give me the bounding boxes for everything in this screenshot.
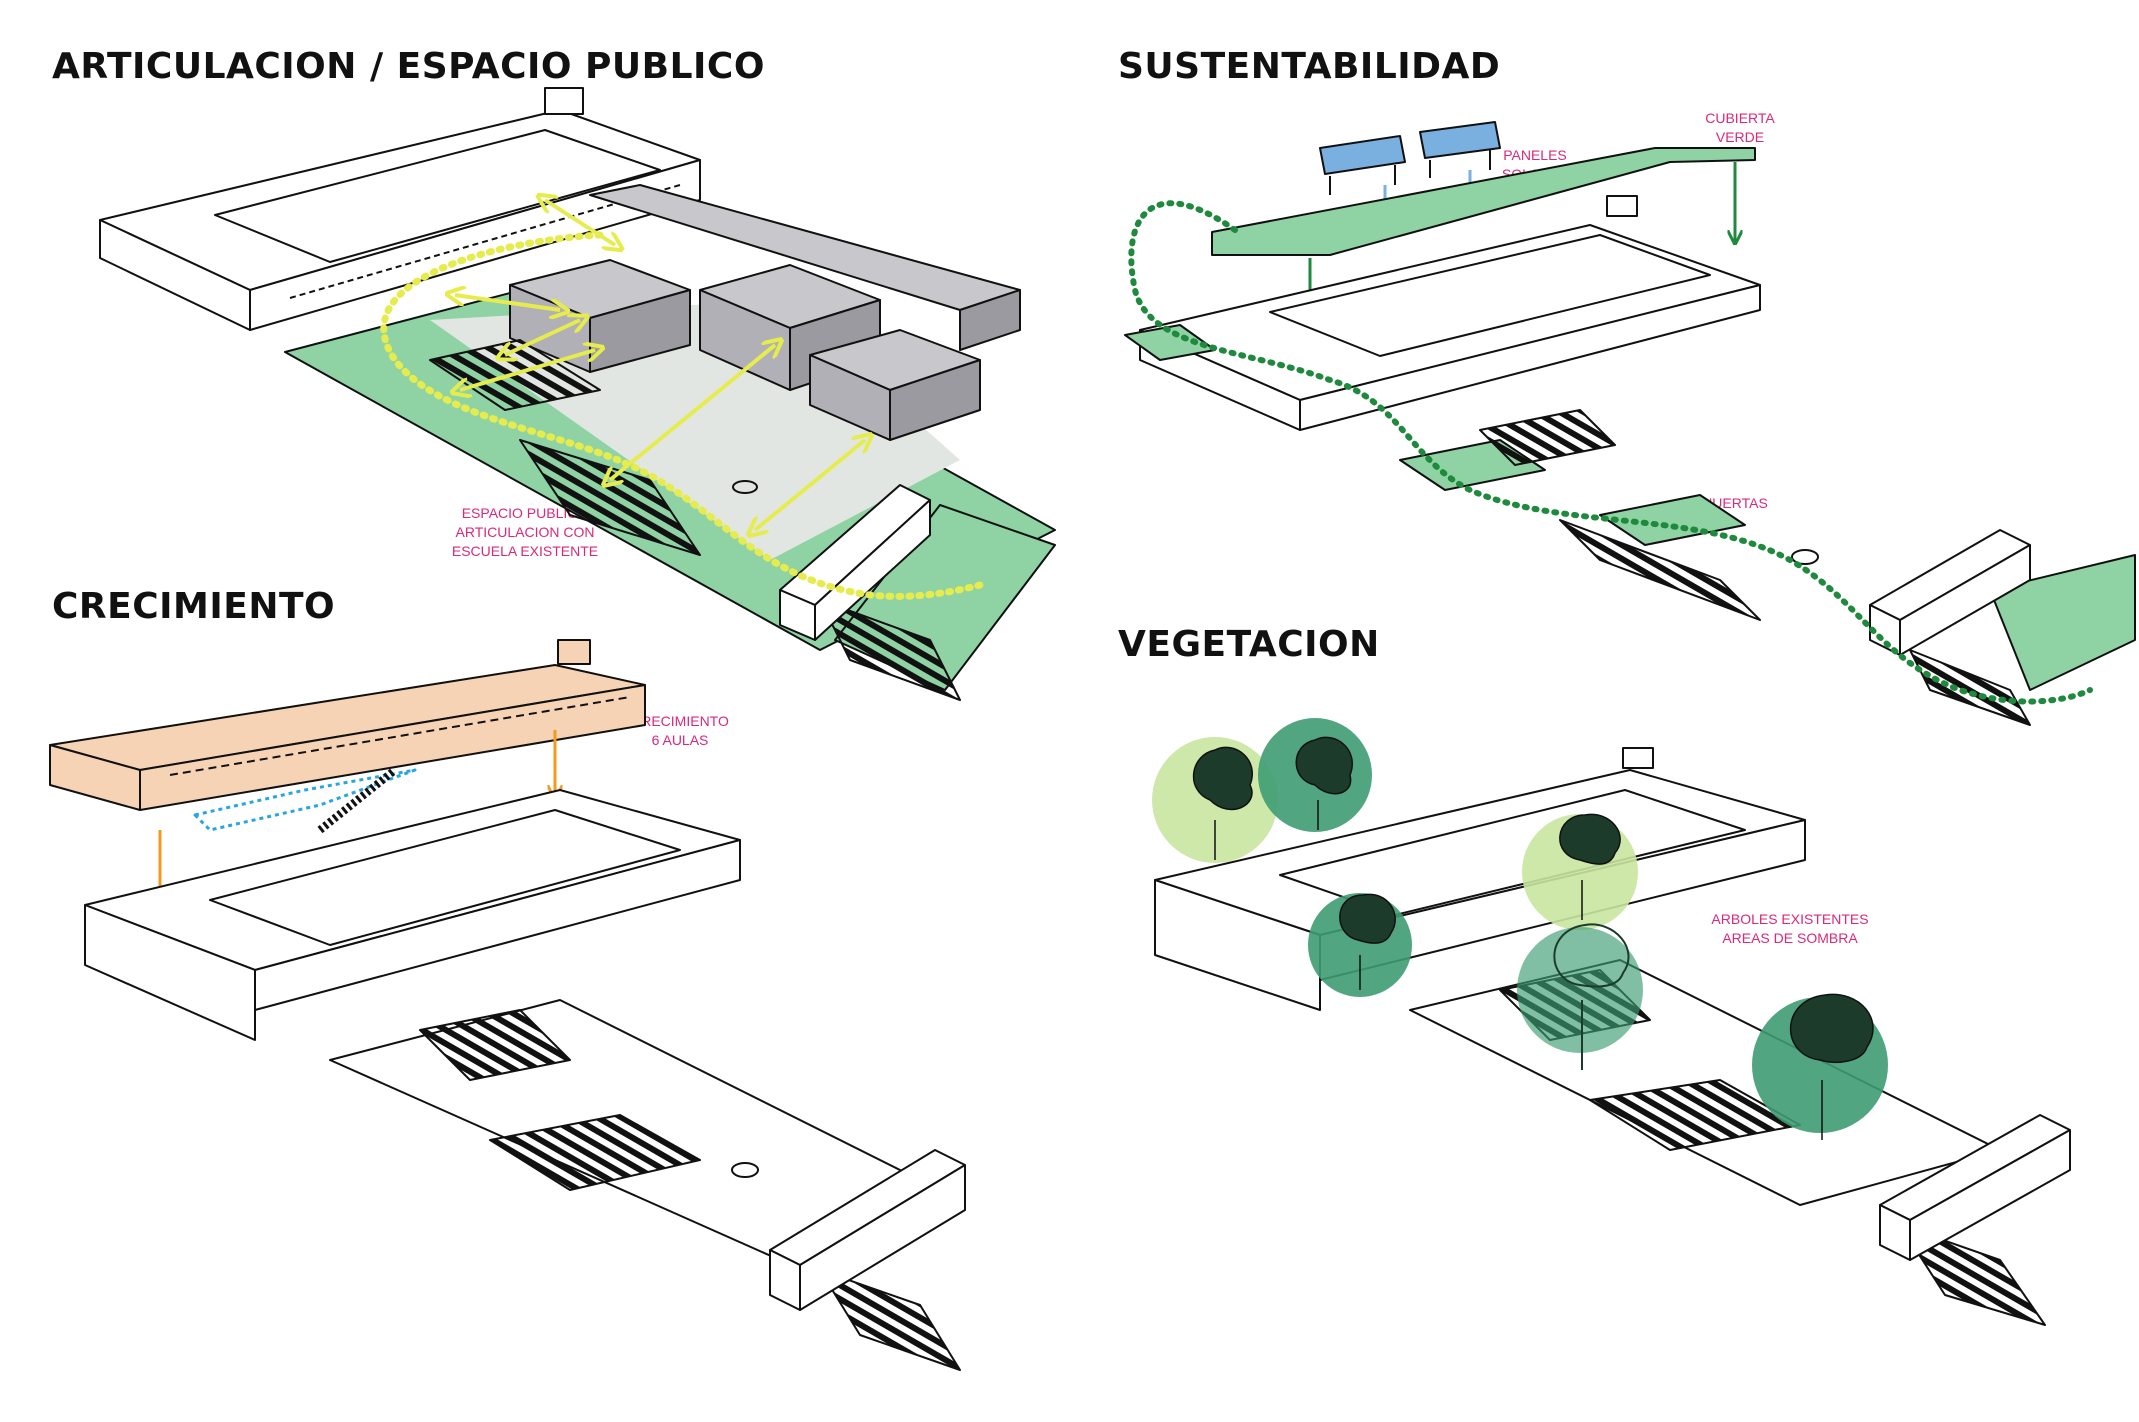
note-line: CUBIERTA — [1705, 110, 1775, 126]
note-line: VERDE — [1715, 129, 1765, 145]
school-front — [1154, 879, 1321, 1011]
school-side — [1299, 284, 1761, 431]
crecimiento-drawing — [49, 639, 966, 1371]
tree-pit — [1791, 549, 1819, 565]
school-roof — [209, 809, 681, 946]
tree-icon — [1559, 813, 1621, 920]
growth-block-tank — [557, 639, 591, 665]
school-side — [254, 839, 741, 1011]
tree-icon — [1295, 736, 1353, 830]
note-arboles-existentes: ARBOLES EXISTENTES AREAS DE SOMBRA — [1700, 910, 1880, 948]
tree-group-2 — [1522, 813, 1638, 930]
yellow-arrow-5 — [755, 440, 865, 530]
school-front — [84, 904, 256, 1041]
tree-group-3 — [1308, 893, 1412, 997]
roof-tank — [1606, 195, 1638, 217]
green-roof-slab — [1211, 147, 1756, 256]
articulacion-drawing — [99, 87, 1056, 701]
note-espacio-publico: ESPACIO PUBLICO ARTICULACION CON ESCUELA… — [430, 504, 620, 561]
yellow-arrow-6 — [545, 200, 615, 245]
yellow-arrow-4 — [610, 345, 775, 480]
new-block-c-side — [889, 359, 981, 441]
green-dotted-loop — [1128, 200, 2093, 705]
huertas-bed-3 — [1989, 554, 2136, 691]
note-cubierta-verde: CUBIERTA VERDE — [1690, 109, 1790, 147]
striped-path-3 — [1899, 1224, 2046, 1326]
new-block-long-side — [959, 289, 1021, 351]
note-line: CRECIMIENTO — [631, 713, 729, 729]
sustentabilidad-drawing — [1124, 121, 2136, 726]
tree-icon — [1339, 893, 1396, 990]
title-crecimiento: CRECIMIENTO — [52, 586, 336, 627]
note-line: PANELES — [1503, 147, 1567, 163]
huertas-bed-2 — [1599, 494, 1746, 546]
note-line: ARBOLES EXISTENTES — [1711, 911, 1869, 927]
title-articulacion: ARTICULACION / ESPACIO PUBLICO — [52, 46, 765, 87]
pavilion-side — [1909, 1129, 2071, 1261]
striped-path-1 — [419, 1009, 571, 1081]
tree-icon — [1789, 993, 1874, 1140]
note-line: ESPACIO PUBLICO — [461, 505, 589, 521]
tree-icon — [1193, 746, 1253, 860]
note-line: 6 AULAS — [651, 732, 709, 748]
pavilion-side — [799, 1164, 966, 1311]
note-crecimiento-aulas: CRECIMIENTO 6 AULAS — [620, 712, 740, 750]
striped-path-2 — [1559, 519, 1761, 621]
note-line: ARTICULACION CON — [455, 524, 595, 540]
tree-group-5 — [1752, 993, 1888, 1140]
striped-path-2 — [489, 1114, 701, 1191]
title-vegetacion: VEGETACION — [1118, 624, 1380, 665]
tree-group-4 — [1517, 923, 1643, 1070]
tree-pit — [731, 1162, 759, 1178]
solar-panels — [1319, 121, 1501, 195]
striped-path-3 — [819, 1269, 961, 1371]
vegetacion-drawing — [1152, 718, 2071, 1326]
striped-path-3 — [1909, 649, 2031, 726]
roof-tank — [1622, 747, 1654, 769]
striped-path-1 — [1479, 409, 1616, 466]
yellow-dotted-loop — [380, 231, 984, 600]
striped-path-3 — [819, 599, 961, 701]
yellow-arrow-3 — [460, 350, 595, 390]
pavilion-side — [1899, 544, 2031, 656]
note-line: AREAS DE SOMBRA — [1722, 930, 1858, 946]
school-roof — [1269, 234, 1711, 357]
yellow-arrow-1 — [455, 295, 560, 310]
roof-tank — [544, 87, 584, 115]
staircase — [317, 766, 398, 834]
pavilion-side — [814, 499, 931, 641]
tree-group-1 — [1152, 718, 1372, 863]
note-line: ESCUELA EXISTENTE — [451, 543, 599, 559]
tree-icon — [1553, 923, 1630, 1070]
existing-school-roof — [214, 129, 661, 263]
footprint-dashed — [193, 768, 417, 832]
title-sustentabilidad: SUSTENTABILIDAD — [1118, 46, 1501, 87]
